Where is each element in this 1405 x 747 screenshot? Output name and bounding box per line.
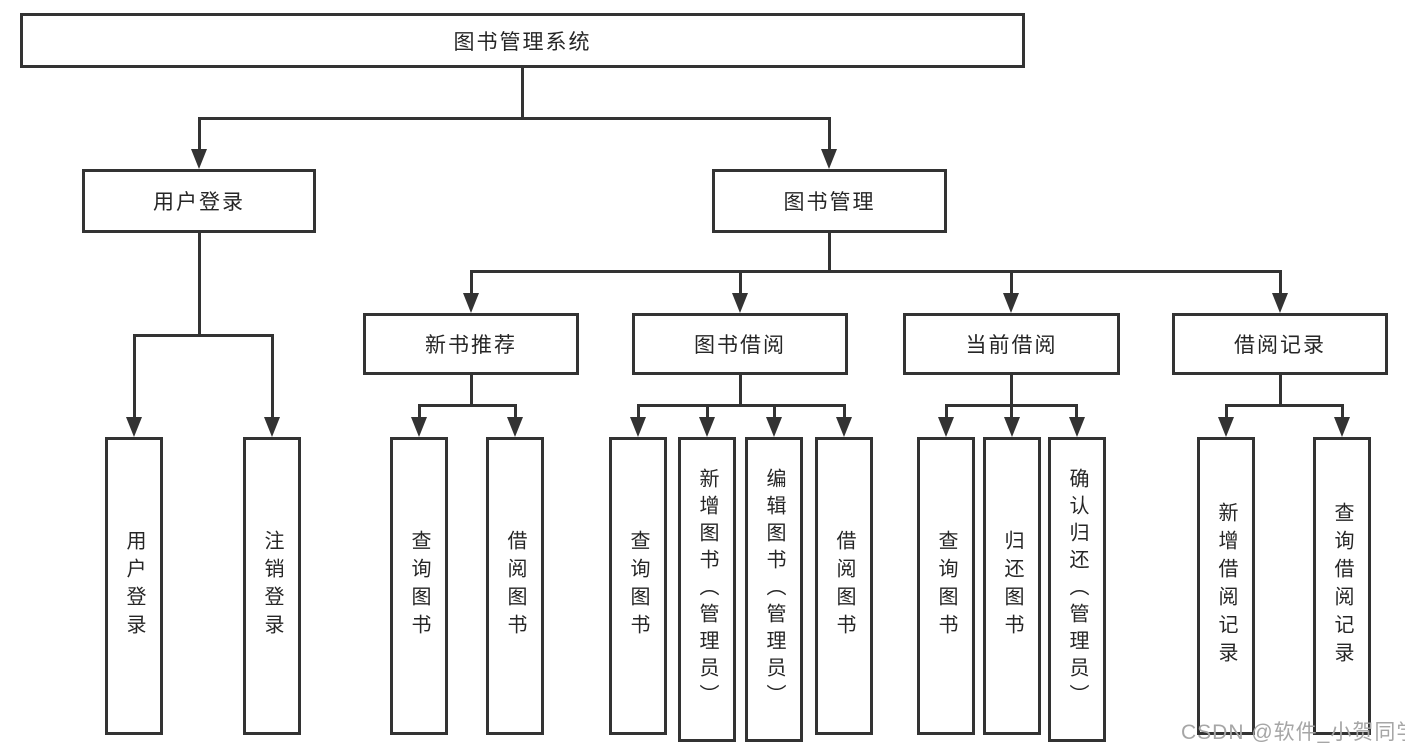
leaf-newbook-query-books: 查询图书: [390, 437, 448, 735]
arrow-down-icon: [264, 417, 280, 437]
arrow-down-icon: [699, 417, 715, 437]
connector-line: [271, 334, 274, 420]
connector-line: [470, 270, 1282, 273]
leaf-label: 编辑图书（管理员）: [763, 468, 785, 711]
leaf-label: 新增图书（管理员）: [696, 468, 718, 711]
arrow-down-icon: [411, 417, 427, 437]
arrow-down-icon: [1069, 417, 1085, 437]
arrow-down-icon: [630, 417, 646, 437]
leaf-label: 查询图书: [408, 530, 430, 642]
leaf-records-query-record: 查询借阅记录: [1313, 437, 1371, 735]
connector-line: [739, 375, 742, 407]
arrow-down-icon: [1003, 293, 1019, 313]
connector-line: [198, 117, 831, 120]
node-borrowing-records: 借阅记录: [1172, 313, 1388, 375]
leaf-logout: 注销登录: [243, 437, 301, 735]
arrow-down-icon: [1218, 417, 1234, 437]
arrow-down-icon: [191, 149, 207, 169]
leaf-borrowing-add-books-admin: 新增图书（管理员）: [678, 437, 736, 742]
leaf-label: 用户登录: [123, 530, 145, 642]
node-current-borrowing: 当前借阅: [903, 313, 1120, 375]
leaf-label: 新增借阅记录: [1215, 502, 1237, 670]
node-root-library-system: 图书管理系统: [20, 13, 1025, 68]
leaf-borrowing-query-books: 查询图书: [609, 437, 667, 735]
connector-line: [1010, 270, 1013, 296]
leaf-borrowing-edit-books-admin: 编辑图书（管理员）: [745, 437, 803, 742]
connector-line: [1010, 404, 1013, 420]
connector-line: [470, 375, 473, 407]
connector-line: [470, 270, 473, 296]
connector-line: [514, 404, 517, 420]
leaf-label: 查询借阅记录: [1331, 502, 1353, 670]
connector-line: [706, 404, 709, 420]
connector-line: [1341, 404, 1344, 420]
leaf-label: 借阅图书: [504, 530, 526, 642]
arrow-down-icon: [1272, 293, 1288, 313]
node-label: 用户登录: [153, 191, 245, 214]
leaf-current-confirm-return-admin: 确认归还（管理员）: [1048, 437, 1106, 742]
node-label: 借阅记录: [1234, 334, 1326, 357]
node-book-borrowing: 图书借阅: [632, 313, 848, 375]
arrow-down-icon: [1004, 417, 1020, 437]
connector-line: [418, 404, 517, 407]
node-label: 图书管理系统: [453, 30, 592, 54]
leaf-label: 查询图书: [935, 530, 957, 642]
leaf-label: 确认归还（管理员）: [1066, 468, 1088, 711]
node-label: 图书借阅: [694, 334, 786, 357]
leaf-current-query-books: 查询图书: [917, 437, 975, 735]
csdn-watermark: CSDN @软件_小贺同学: [1181, 721, 1405, 744]
connector-line: [637, 404, 846, 407]
arrow-down-icon: [938, 417, 954, 437]
connector-line: [133, 334, 274, 337]
connector-line: [1279, 270, 1282, 296]
connector-line: [945, 404, 948, 420]
leaf-label: 注销登录: [261, 530, 283, 642]
connector-line: [739, 270, 742, 296]
leaf-user-login: 用户登录: [105, 437, 163, 735]
connector-line: [1075, 404, 1078, 420]
leaf-borrowing-borrow-books: 借阅图书: [815, 437, 873, 735]
node-new-book-recommend: 新书推荐: [363, 313, 579, 375]
arrow-down-icon: [126, 417, 142, 437]
arrow-down-icon: [821, 149, 837, 169]
arrow-down-icon: [507, 417, 523, 437]
leaf-label: 查询图书: [627, 530, 649, 642]
arrow-down-icon: [766, 417, 782, 437]
connector-line: [828, 117, 831, 153]
leaf-newbook-borrow-books: 借阅图书: [486, 437, 544, 735]
connector-line: [133, 334, 136, 420]
connector-line: [828, 233, 831, 273]
connector-line: [1225, 404, 1228, 420]
node-label: 新书推荐: [425, 334, 517, 357]
connector-line: [418, 404, 421, 420]
connector-line: [773, 404, 776, 420]
arrow-down-icon: [836, 417, 852, 437]
leaf-label: 借阅图书: [833, 530, 855, 642]
node-book-management: 图书管理: [712, 169, 947, 233]
connector-line: [198, 117, 201, 153]
connector-line: [1010, 375, 1013, 407]
connector-line: [843, 404, 846, 420]
connector-line: [1279, 375, 1282, 407]
connector-line: [637, 404, 640, 420]
leaf-records-add-record: 新增借阅记录: [1197, 437, 1255, 735]
arrow-down-icon: [463, 293, 479, 313]
connector-line: [1225, 404, 1344, 407]
node-label: 当前借阅: [965, 334, 1058, 357]
arrow-down-icon: [732, 293, 748, 313]
arrow-down-icon: [1334, 417, 1350, 437]
node-label: 图书管理: [783, 191, 876, 214]
leaf-label: 归还图书: [1001, 530, 1023, 642]
connector-line: [521, 68, 524, 119]
node-user-login: 用户登录: [82, 169, 316, 233]
connector-line: [198, 233, 201, 336]
leaf-current-return-books: 归还图书: [983, 437, 1041, 735]
